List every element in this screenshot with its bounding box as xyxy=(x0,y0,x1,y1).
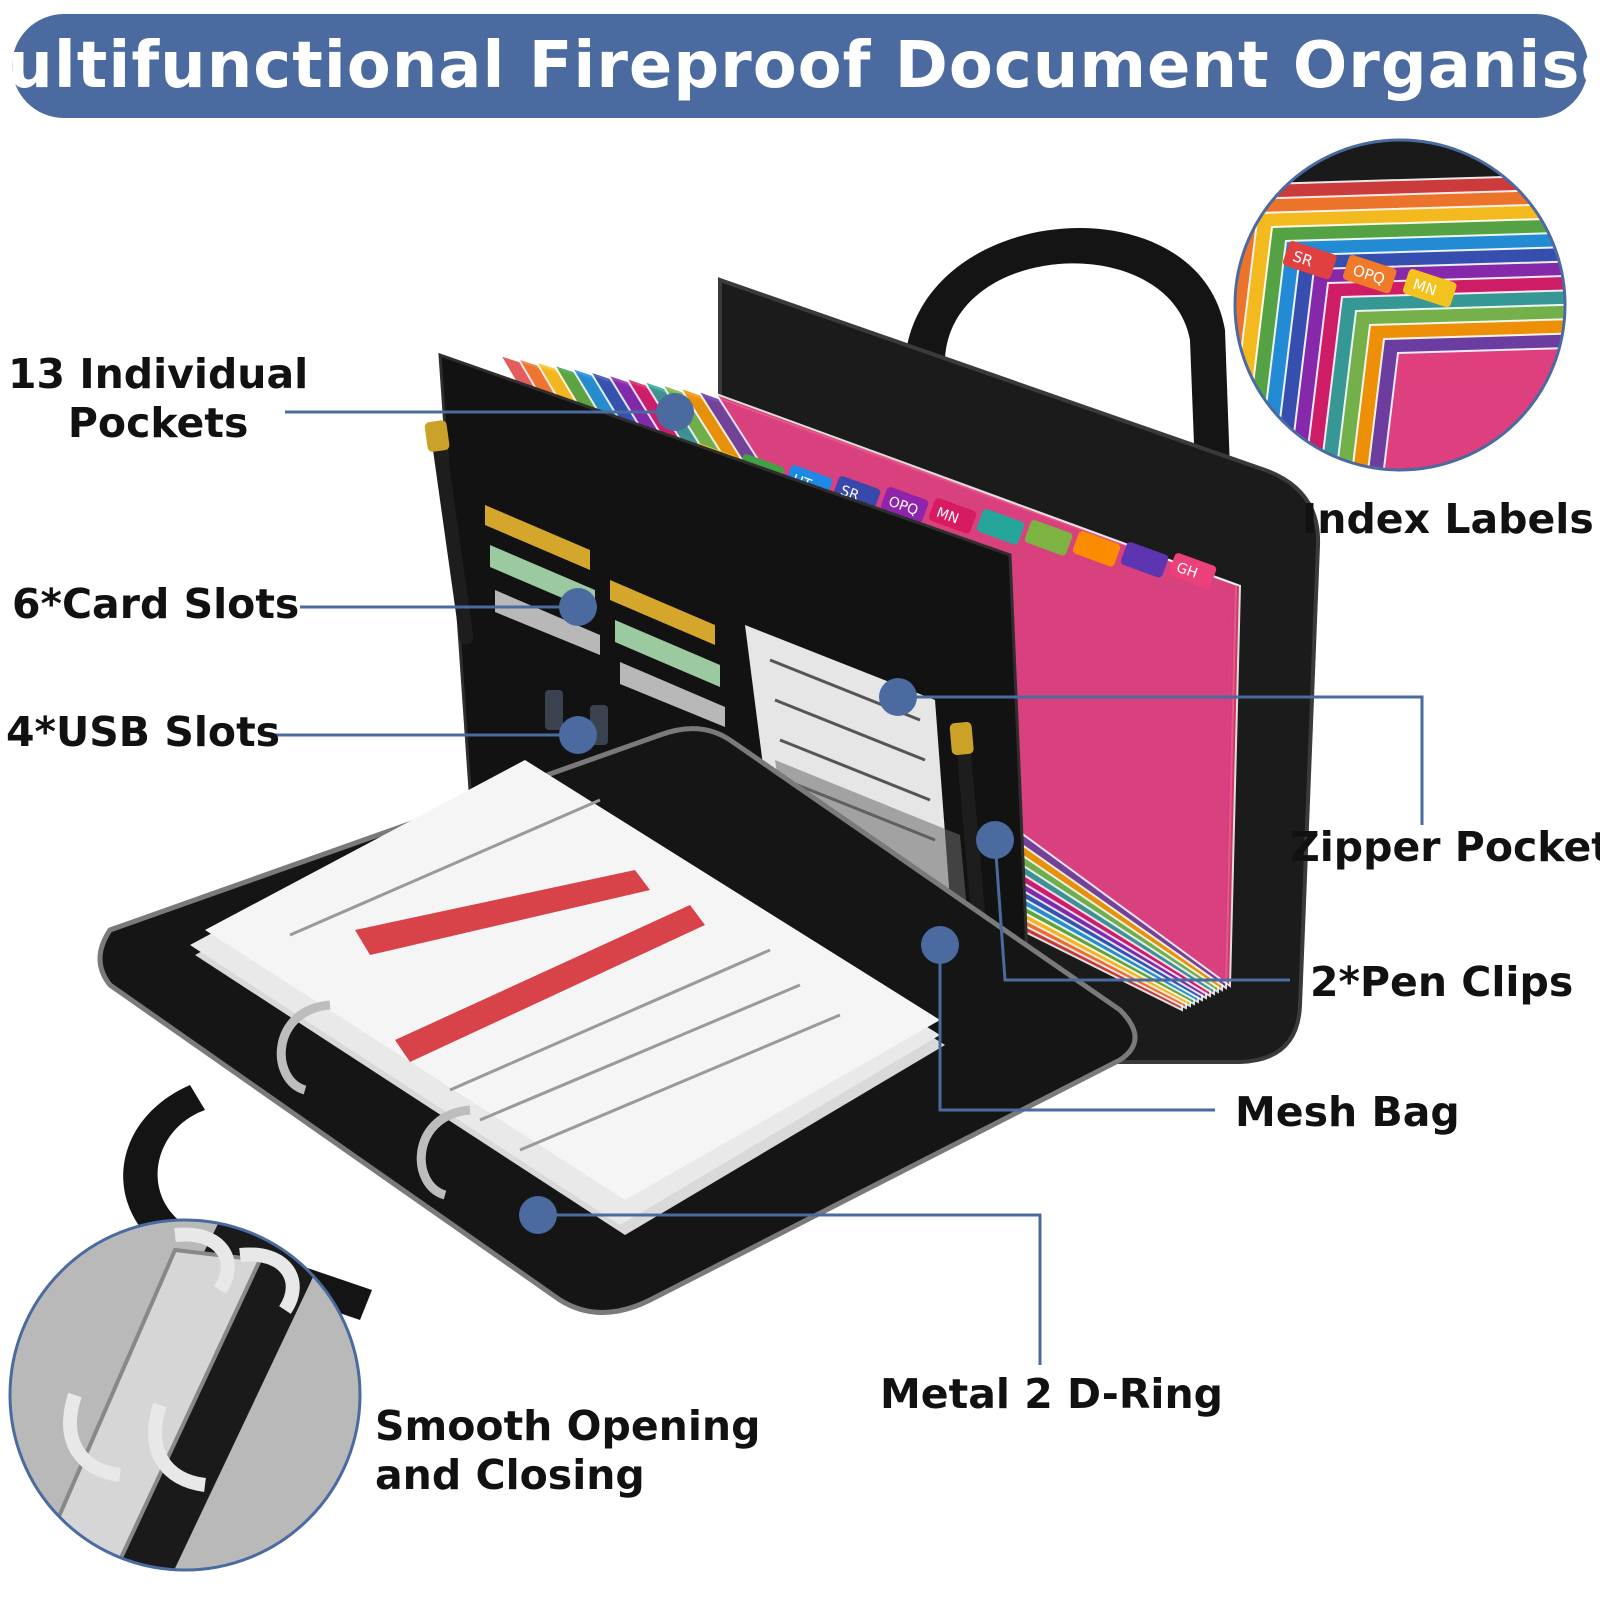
callout-dot xyxy=(976,821,1014,859)
d-ring-zoom-inset xyxy=(8,1218,362,1572)
callout-line-pen-clips xyxy=(993,839,1290,982)
index-tab xyxy=(832,476,881,512)
callout-line-zipper-pocket xyxy=(898,695,1424,825)
index-tab xyxy=(1120,542,1169,578)
index-tab xyxy=(928,498,977,534)
card-slot xyxy=(620,662,725,727)
index-tab xyxy=(976,509,1025,545)
label-zipper-pocket: Zipper Pocket xyxy=(1290,823,1600,871)
ring-hook xyxy=(63,1392,122,1482)
index-tab-label: GH xyxy=(1174,560,1200,582)
card-slot xyxy=(610,580,715,645)
card-slot xyxy=(615,620,720,687)
callout-dot xyxy=(559,588,597,626)
index-tab xyxy=(1024,520,1073,556)
zoomed-index-tab xyxy=(1283,241,1337,280)
card-slot xyxy=(485,505,590,570)
index-tab xyxy=(1072,531,1121,567)
label-mesh-bag: Mesh Bag xyxy=(1235,1088,1460,1136)
ring-hook xyxy=(239,1247,300,1314)
label-pen-clips: 2*Pen Clips xyxy=(1310,958,1574,1006)
paper-stack xyxy=(190,760,945,1235)
label-smooth-opening: Smooth Opening and Closing xyxy=(375,1402,761,1499)
d-ring xyxy=(416,1105,471,1200)
callout-dot xyxy=(519,1196,557,1234)
document-red-band xyxy=(355,870,650,955)
document-red-band xyxy=(395,905,705,1062)
zoomed-index-tab xyxy=(1343,255,1397,294)
pen-tip xyxy=(424,420,450,452)
label-index-labels: Index Labels xyxy=(1302,495,1594,543)
pen-tip xyxy=(949,722,974,755)
page-title: Multifunctional Fireproof Document Organ… xyxy=(0,29,1600,103)
index-tab-label: MN xyxy=(934,505,961,528)
ring-hook xyxy=(148,1402,207,1492)
callout-dot xyxy=(559,716,597,754)
label-d-ring: Metal 2 D-Ring xyxy=(880,1370,1223,1418)
zoomed-index-tab-label: SR xyxy=(1291,247,1316,270)
callout-dot xyxy=(879,678,917,716)
callout-line-d-ring xyxy=(538,1213,1042,1365)
index-tab xyxy=(1168,553,1217,589)
title-banner: Multifunctional Fireproof Document Organ… xyxy=(0,14,1600,118)
label-pockets: 13 Individual Pockets xyxy=(8,350,309,447)
index-tab xyxy=(880,487,929,523)
pen xyxy=(955,730,989,960)
callout-dot xyxy=(921,926,959,964)
callout-dot xyxy=(656,393,694,431)
label-card-slots: 6*Card Slots xyxy=(12,580,300,628)
callout-lines xyxy=(270,410,1424,1365)
label-usb-slots: 4*USB Slots xyxy=(6,708,281,756)
callout-dots xyxy=(519,393,1014,1234)
ring-hook xyxy=(174,1227,235,1294)
callout-line-mesh-bag xyxy=(938,945,1215,1112)
zoomed-divider xyxy=(1356,341,1565,470)
zoomed-index-tab xyxy=(1403,269,1457,308)
pen xyxy=(430,425,474,645)
usb-drive xyxy=(545,690,563,730)
d-ring xyxy=(276,1000,331,1095)
